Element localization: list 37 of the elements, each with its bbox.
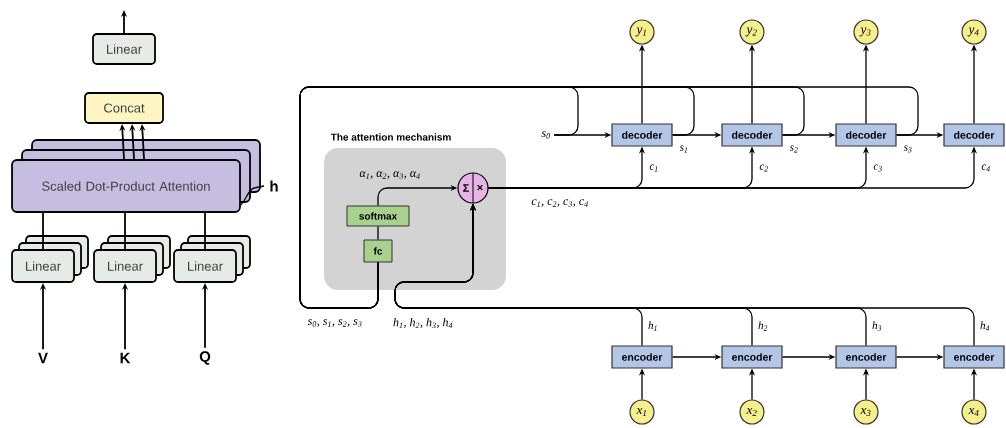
encoder-box: encoder: [943, 345, 1005, 369]
encoder-box: encoder: [835, 345, 897, 369]
edge-label: c$_{1}$: [648, 163, 660, 173]
states-label: s$_{0}$, s$_{1}$, s$_{2}$, s$_{3}$: [306, 318, 364, 328]
edge-label: s$_{1}$: [678, 144, 690, 154]
edge-label: c$_{3}$: [872, 163, 884, 173]
linear-box: Linear: [93, 249, 157, 283]
decoder-box: decoder: [721, 123, 783, 147]
edge-label: h$_{4}$: [979, 320, 991, 332]
decoder-box: decoder: [611, 123, 673, 147]
input-label: K: [120, 352, 131, 364]
encoder-box: encoder: [721, 345, 783, 369]
panel-title: The attention mechanism: [330, 133, 451, 141]
attention-box: Scaled Dot-Product Attention: [11, 159, 241, 213]
edge-label: c$_{4}$: [980, 163, 992, 173]
state-label: s$_{0}$: [541, 131, 550, 139]
edge-label: s$_{2}$: [788, 144, 800, 154]
linear-box: Linear: [173, 249, 237, 283]
edge-label: h$_{3}$: [871, 320, 883, 332]
softmax-box: softmax: [346, 205, 410, 227]
context-label: c$_{1}$, c$_{2}$, c$_{3}$, c$_{4}$: [530, 198, 590, 208]
concat-box: Concat: [84, 92, 164, 124]
edge-label: h$_{1}$: [647, 320, 659, 332]
encoder-box: encoder: [611, 345, 673, 369]
linear-box: Linear: [11, 249, 75, 283]
weights-label: α$_{1}$, α$_{2}$, α$_{3}$, α$_{4}$: [358, 170, 422, 180]
edge-label: c$_{2}$: [758, 163, 770, 173]
input-label: V: [38, 352, 48, 364]
edge-label: s$_{3}$: [902, 144, 914, 154]
linear-box: Linear: [92, 33, 156, 65]
hidden-states-label: h$_{1}$, h$_{2}$, h$_{3}$, h$_{4}$: [392, 316, 454, 330]
decoder-box: decoder: [943, 123, 1005, 147]
fc-box: fc: [363, 239, 393, 263]
decoder-box: decoder: [835, 123, 897, 147]
input-label: Q: [199, 351, 211, 365]
edge-label: h$_{2}$: [757, 320, 769, 332]
multiplicity-label: h: [268, 179, 280, 193]
